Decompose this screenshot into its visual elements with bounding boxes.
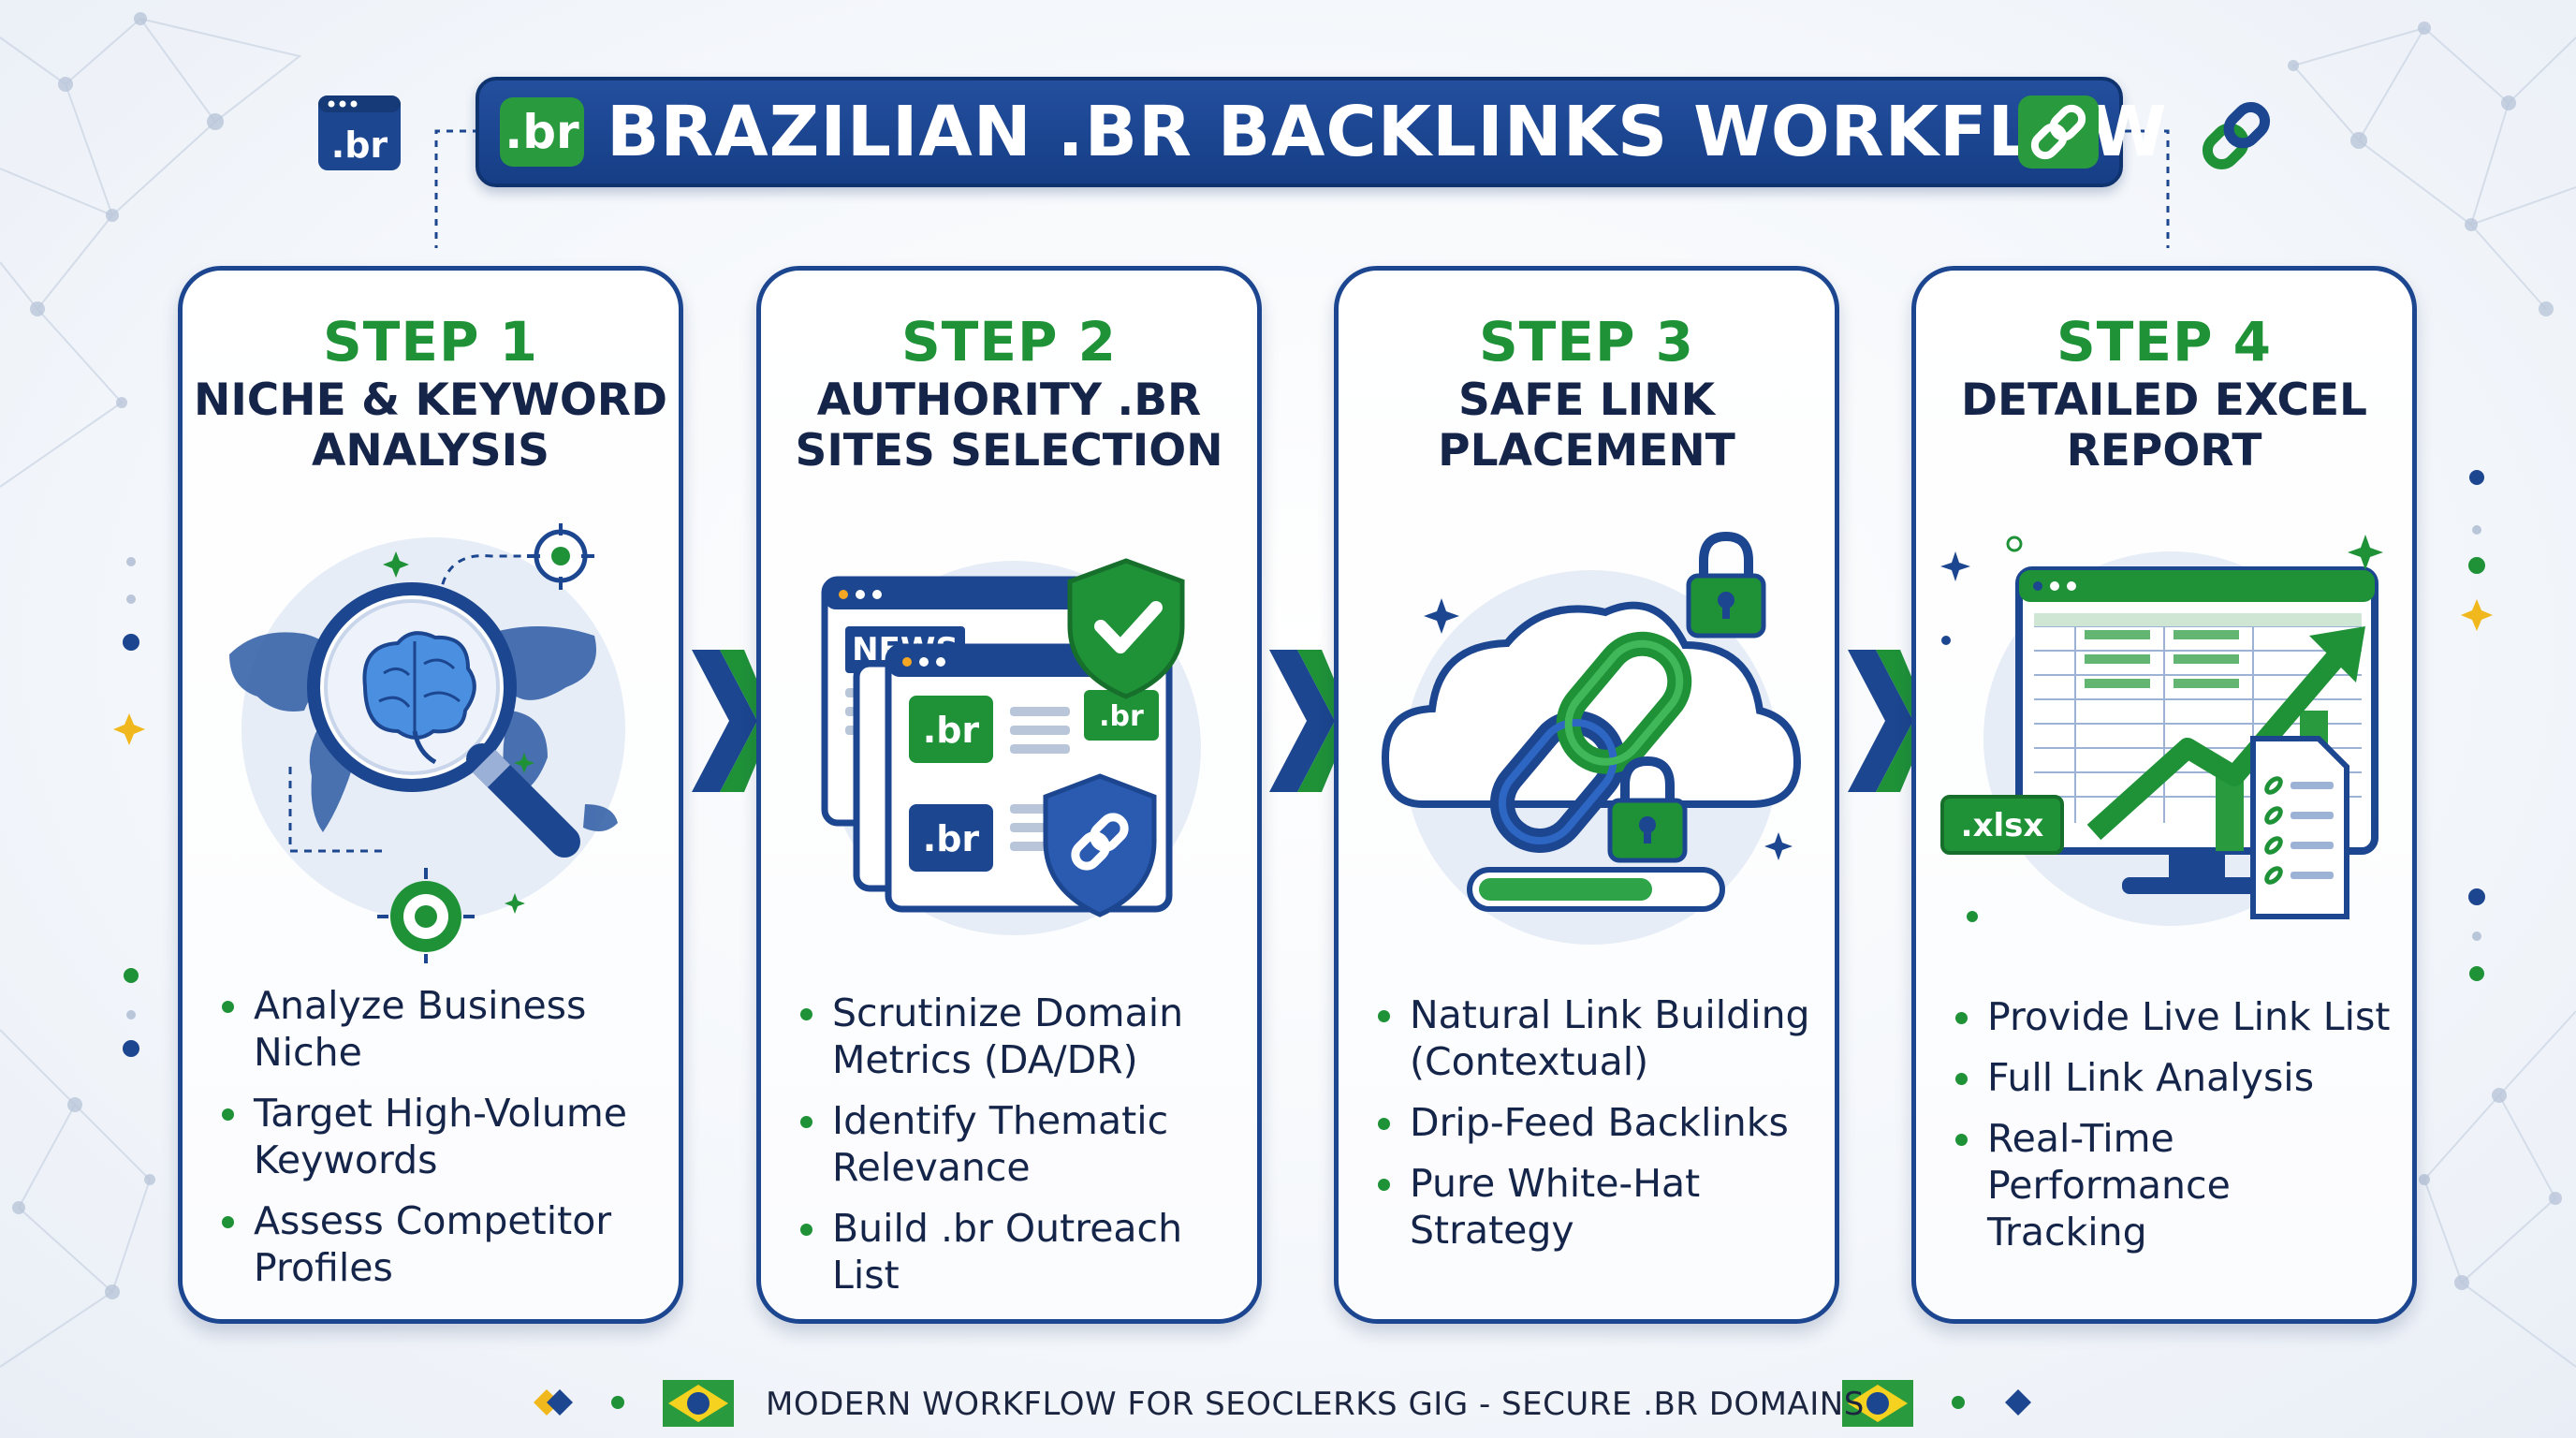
list-item: Identify Thematic Relevance bbox=[795, 1097, 1238, 1191]
step-label: STEP 3 bbox=[1478, 310, 1694, 374]
world-map-magnifier-brain-icon bbox=[229, 523, 625, 963]
list-item: Natural Link Building (Contextual) bbox=[1372, 991, 1816, 1085]
brazil-flag-icon bbox=[663, 1380, 734, 1427]
dashed-connector-right bbox=[2125, 129, 2170, 248]
step-title: NICHE & KEYWORD ANALYSIS bbox=[193, 374, 668, 477]
bullet-dot bbox=[800, 1008, 812, 1020]
browser-windows-shield-icon: NEWS .br .br .br bbox=[821, 558, 1201, 935]
bullet-list: Scrutinize Domain Metrics (DA/DR) Identi… bbox=[795, 990, 1238, 1313]
title-br-badge: .br bbox=[500, 97, 584, 167]
step-label: STEP 2 bbox=[900, 310, 1117, 374]
step-title: DETAILED EXCEL REPORT bbox=[1960, 374, 2368, 477]
step-card-2: STEP 2 AUTHORITY .BR SITES SELECTION NEW… bbox=[756, 266, 1262, 1324]
bullet-dot bbox=[800, 1224, 812, 1236]
step-title: SAFE LINK PLACEMENT bbox=[1438, 374, 1735, 477]
list-item: Pure White-Hat Strategy bbox=[1372, 1160, 1816, 1254]
list-item: Provide Live Link List bbox=[1950, 993, 2393, 1040]
monitor-spreadsheet-chart-icon: .xlsx bbox=[1940, 535, 2383, 926]
bullet-list: Analyze Business Niche Target High-Volum… bbox=[216, 982, 660, 1305]
bullet-dot bbox=[1378, 1179, 1390, 1191]
browser-br-icon: .br bbox=[318, 95, 401, 170]
link-badge-icon bbox=[2018, 95, 2099, 169]
bullet-dot bbox=[1378, 1010, 1390, 1022]
list-item: Build .br Outreach List bbox=[795, 1205, 1238, 1299]
chain-link-icon bbox=[2202, 101, 2271, 170]
page-title: BRAZILIAN .BR BACKLINKS WORKFLOW bbox=[607, 92, 2168, 172]
br-badge-small: .br bbox=[1099, 700, 1144, 733]
list-item: Scrutinize Domain Metrics (DA/DR) bbox=[795, 990, 1238, 1083]
bullet-dot bbox=[1955, 1073, 1968, 1085]
bullet-dot bbox=[1955, 1012, 1968, 1024]
br-badge-blue: .br bbox=[923, 818, 980, 859]
footer-decoration bbox=[534, 1380, 2031, 1427]
step-card-1: STEP 1 NICHE & KEYWORD ANALYSIS bbox=[178, 266, 683, 1324]
step-card-4: STEP 4 DETAILED EXCEL REPORT .xlsx bbox=[1911, 266, 2417, 1324]
cloud-chain-locks-icon bbox=[1381, 531, 1802, 945]
title-banner: .br BRAZILIAN .BR BACKLINKS WORKFLOW bbox=[476, 77, 2167, 187]
dashed-connector-left bbox=[434, 129, 479, 248]
list-item: Assess Competitor Profiles bbox=[216, 1197, 660, 1291]
step-label: STEP 4 bbox=[2056, 310, 2272, 374]
brazil-flag-icon bbox=[1842, 1380, 1913, 1427]
browser-br-label: .br bbox=[331, 125, 388, 166]
list-item: Target High-Volume Keywords bbox=[216, 1090, 660, 1183]
bullet-dot bbox=[222, 1216, 234, 1228]
bullet-dot bbox=[1378, 1118, 1390, 1130]
bullet-dot bbox=[222, 1108, 234, 1121]
bullet-dot bbox=[800, 1116, 812, 1128]
footer-text: MODERN WORKFLOW FOR SEOCLERKS GIG - SECU… bbox=[766, 1386, 1865, 1423]
list-item: Analyze Business Niche bbox=[216, 982, 660, 1076]
bullet-list: Natural Link Building (Contextual) Drip-… bbox=[1372, 991, 1816, 1268]
br-badge-green: .br bbox=[923, 710, 980, 751]
step-label: STEP 1 bbox=[322, 310, 538, 374]
bullet-dot bbox=[222, 1001, 234, 1013]
bullet-dot bbox=[1955, 1134, 1968, 1146]
list-item: Drip-Feed Backlinks bbox=[1372, 1099, 1816, 1146]
step-title: AUTHORITY .BR SITES SELECTION bbox=[795, 374, 1223, 477]
list-item: Full Link Analysis bbox=[1950, 1054, 2393, 1101]
xlsx-label: .xlsx bbox=[1961, 807, 2044, 844]
step-card-3: STEP 3 SAFE LINK PLACEMENT bbox=[1334, 266, 1839, 1324]
bullet-list: Provide Live Link List Full Link Analysi… bbox=[1950, 993, 2393, 1269]
list-item: Real-Time Performance Tracking bbox=[1950, 1115, 2393, 1255]
